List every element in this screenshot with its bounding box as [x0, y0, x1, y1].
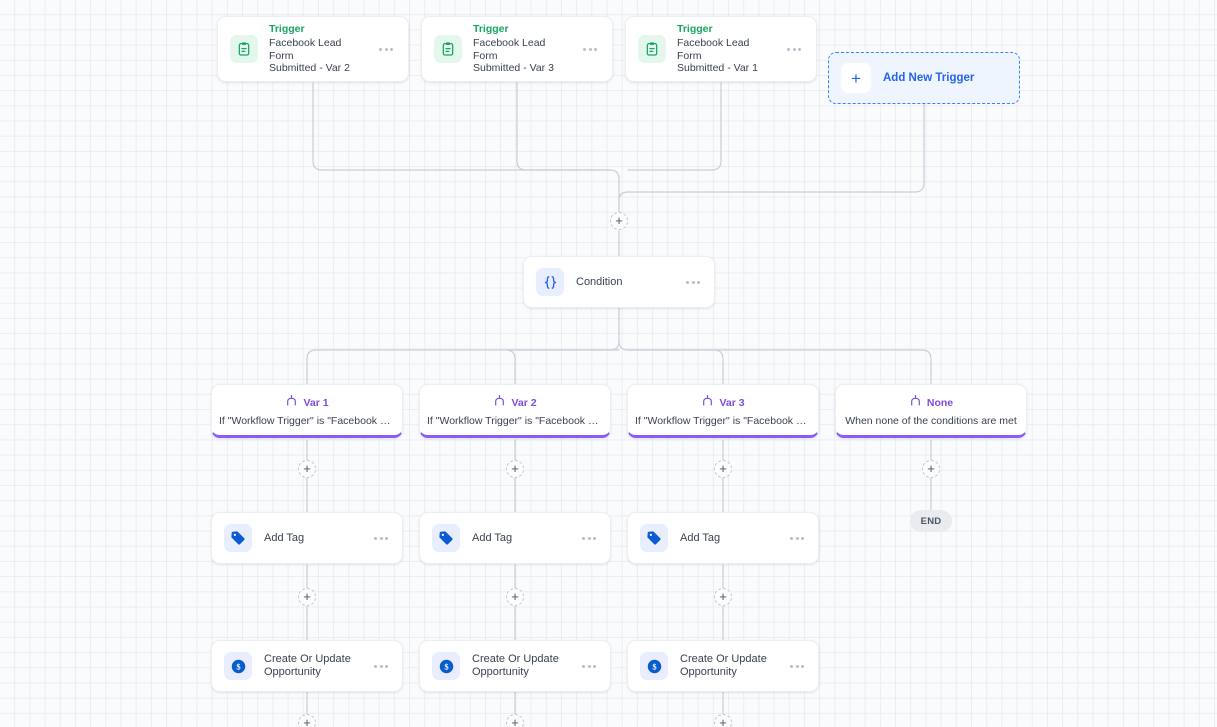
- node-menu-icon[interactable]: [579, 47, 601, 51]
- trigger-description: Facebook Lead Form Submitted - Var 2: [269, 37, 350, 75]
- add-step-handle-var3-b[interactable]: +: [714, 588, 732, 606]
- trigger-kind-label: Trigger: [677, 23, 713, 36]
- trigger-node-1[interactable]: Trigger Facebook Lead Form Submitted - V…: [217, 16, 409, 82]
- plus-glyph: +: [511, 588, 519, 604]
- plus-glyph: +: [927, 460, 935, 476]
- branch-subtitle: If "Workflow Trigger" is "Facebook Le…: [635, 414, 811, 427]
- condition-node[interactable]: Condition: [523, 256, 715, 308]
- branch-fork-icon: [493, 394, 506, 412]
- add-tag-label: Add Tag: [680, 531, 721, 544]
- plus-glyph: +: [303, 588, 311, 604]
- node-menu-icon[interactable]: [786, 664, 808, 668]
- node-menu-icon[interactable]: [682, 280, 704, 284]
- trigger-node-3[interactable]: Trigger Facebook Lead Form Submitted - V…: [625, 16, 817, 82]
- add-step-handle-var3-a[interactable]: +: [714, 460, 732, 478]
- opportunity-label: Create Or Update Opportunity: [680, 653, 767, 678]
- branch-name-label: Var 2: [511, 396, 537, 409]
- plus-glyph: +: [511, 460, 519, 476]
- plus-glyph: +: [303, 714, 311, 727]
- branch-subtitle: If "Workflow Trigger" is "Facebook Le…: [427, 414, 603, 427]
- add-step-handle-var1-a[interactable]: +: [298, 460, 316, 478]
- plus-glyph: +: [615, 212, 623, 228]
- trigger-node-2[interactable]: Trigger Facebook Lead Form Submitted - V…: [421, 16, 613, 82]
- node-menu-icon[interactable]: [370, 536, 392, 540]
- braces-icon: [536, 268, 564, 296]
- branch-node-var-2[interactable]: Var 2 If "Workflow Trigger" is "Facebook…: [419, 384, 611, 438]
- end-label: END: [920, 515, 942, 527]
- node-menu-icon[interactable]: [375, 47, 397, 51]
- end-node: END: [910, 510, 952, 532]
- branch-node-var-3[interactable]: Var 3 If "Workflow Trigger" is "Facebook…: [627, 384, 819, 438]
- add-tag-node-var2[interactable]: Add Tag: [419, 512, 611, 564]
- branch-fork-icon: [909, 394, 922, 412]
- opportunity-node-var3[interactable]: $ Create Or Update Opportunity: [627, 640, 819, 692]
- branch-fork-icon: [701, 394, 714, 412]
- svg-text:$: $: [236, 661, 241, 671]
- dollar-circle-icon: $: [224, 652, 252, 680]
- clipboard-icon: [638, 35, 666, 63]
- add-tag-node-var3[interactable]: Add Tag: [627, 512, 819, 564]
- add-step-handle-var2-b[interactable]: +: [506, 588, 524, 606]
- clipboard-icon: [434, 35, 462, 63]
- svg-text:$: $: [652, 661, 657, 671]
- trigger-description: Facebook Lead Form Submitted - Var 3: [473, 37, 554, 75]
- opportunity-label: Create Or Update Opportunity: [264, 653, 351, 678]
- dollar-circle-icon: $: [432, 652, 460, 680]
- add-step-handle-var1-b[interactable]: +: [298, 588, 316, 606]
- opportunity-label: Create Or Update Opportunity: [472, 653, 559, 678]
- node-menu-icon[interactable]: [578, 536, 600, 540]
- plus-glyph: +: [511, 714, 519, 727]
- branch-subtitle: When none of the conditions are met: [845, 414, 1017, 427]
- tag-icon: [432, 524, 460, 552]
- add-step-handle-var2-a[interactable]: +: [506, 460, 524, 478]
- clipboard-icon: [230, 35, 258, 63]
- plus-icon: +: [841, 63, 871, 93]
- opportunity-node-var2[interactable]: $ Create Or Update Opportunity: [419, 640, 611, 692]
- branch-fork-icon: [285, 394, 298, 412]
- plus-glyph: +: [719, 588, 727, 604]
- add-tag-label: Add Tag: [264, 531, 305, 544]
- svg-text:$: $: [444, 661, 449, 671]
- add-step-handle-none-a[interactable]: +: [922, 460, 940, 478]
- add-new-trigger-button[interactable]: + Add New Trigger: [828, 52, 1020, 104]
- branch-subtitle: If "Workflow Trigger" is "Facebook Le…: [219, 414, 395, 427]
- add-step-handle-root[interactable]: +: [610, 212, 628, 230]
- plus-glyph: +: [303, 460, 311, 476]
- node-menu-icon[interactable]: [783, 47, 805, 51]
- dollar-circle-icon: $: [640, 652, 668, 680]
- plus-glyph: +: [719, 714, 727, 727]
- branch-node-none[interactable]: None When none of the conditions are met: [835, 384, 1027, 438]
- add-step-handle-var3-c[interactable]: +: [714, 714, 732, 727]
- node-menu-icon[interactable]: [786, 536, 808, 540]
- trigger-kind-label: Trigger: [473, 23, 509, 36]
- branch-name-label: None: [926, 396, 954, 409]
- branch-node-var-1[interactable]: Var 1 If "Workflow Trigger" is "Facebook…: [211, 384, 403, 438]
- tag-icon: [640, 524, 668, 552]
- add-step-handle-var2-c[interactable]: +: [506, 714, 524, 727]
- tag-icon: [224, 524, 252, 552]
- add-new-trigger-label: Add New Trigger: [883, 72, 975, 84]
- opportunity-node-var1[interactable]: $ Create Or Update Opportunity: [211, 640, 403, 692]
- condition-label: Condition: [576, 275, 623, 288]
- trigger-description: Facebook Lead Form Submitted - Var 1: [677, 37, 758, 75]
- branch-name-label: Var 1: [303, 396, 329, 409]
- node-menu-icon[interactable]: [370, 664, 392, 668]
- plus-glyph: +: [719, 460, 727, 476]
- trigger-kind-label: Trigger: [269, 23, 305, 36]
- node-menu-icon[interactable]: [578, 664, 600, 668]
- branch-name-label: Var 3: [719, 396, 745, 409]
- add-tag-label: Add Tag: [472, 531, 513, 544]
- add-step-handle-var1-c[interactable]: +: [298, 714, 316, 727]
- add-tag-node-var1[interactable]: Add Tag: [211, 512, 403, 564]
